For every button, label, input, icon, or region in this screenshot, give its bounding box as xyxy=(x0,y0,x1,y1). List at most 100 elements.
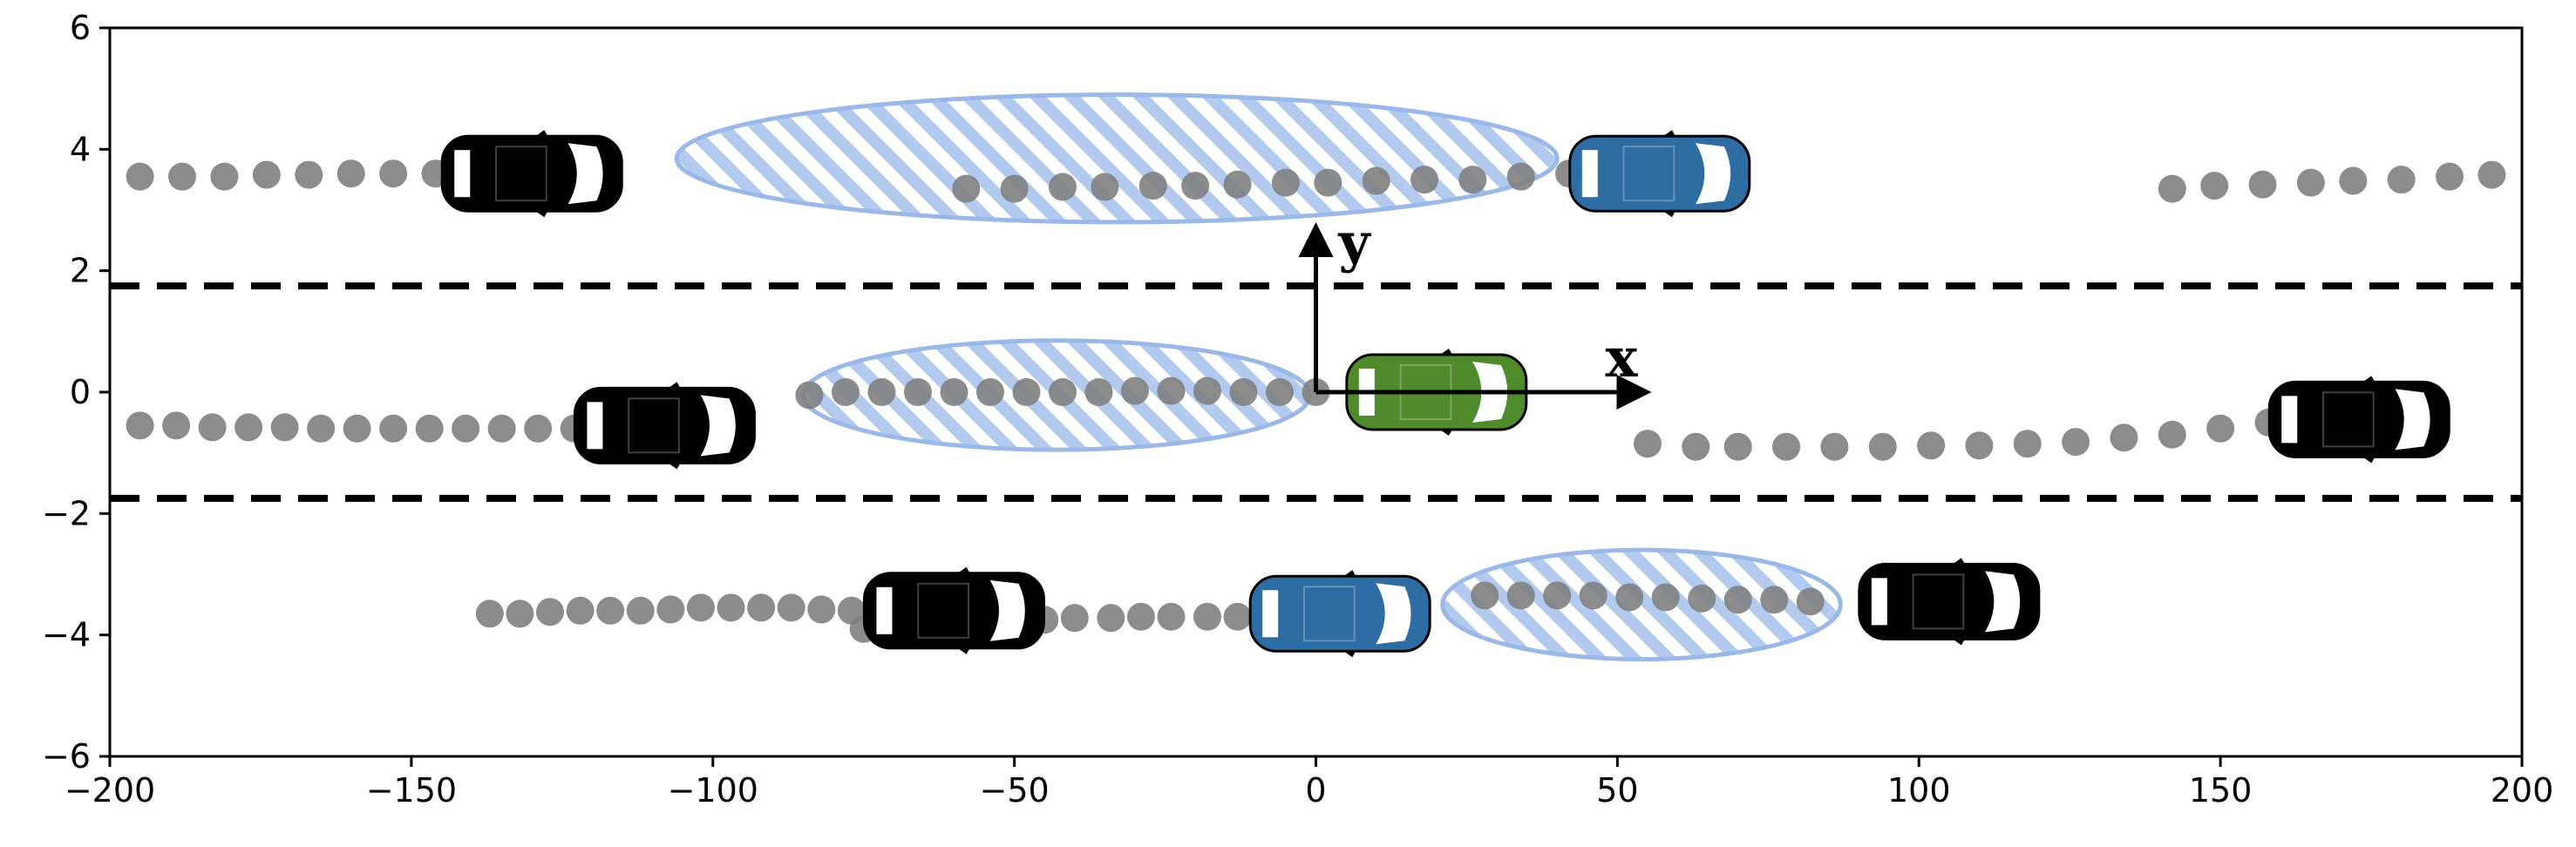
trajectory-point xyxy=(2296,168,2325,197)
vehicle-roof xyxy=(917,582,969,639)
vehicle-roof xyxy=(1622,146,1675,202)
ego-x-label: x xyxy=(1606,326,1639,390)
trajectory-9 xyxy=(1471,581,1825,616)
trajectory-point xyxy=(1688,584,1716,613)
trajectory-point xyxy=(777,593,805,622)
trajectory-point xyxy=(2477,160,2506,189)
trajectory-5 xyxy=(795,376,1330,410)
x-tick-label: 0 xyxy=(1305,771,1326,810)
y-tick-label: −6 xyxy=(42,737,91,776)
trajectory-point xyxy=(1157,376,1186,405)
vehicle-other-1 xyxy=(440,130,623,218)
trajectory-point xyxy=(1229,378,1258,406)
uncertainty-region-1 xyxy=(674,92,1560,225)
y-tick-label: 4 xyxy=(70,130,91,168)
trajectory-1 xyxy=(126,159,492,191)
trajectory-point xyxy=(1157,602,1186,631)
trajectory-point xyxy=(295,160,323,189)
trajectory-point xyxy=(535,598,564,627)
x-tick-label: −50 xyxy=(980,771,1050,810)
trajectory-point xyxy=(1181,172,1210,200)
trajectory-point xyxy=(1271,168,1300,197)
trajectory-point xyxy=(2200,172,2229,200)
trajectory-point xyxy=(1223,602,1252,631)
trajectory-point xyxy=(452,414,480,443)
trajectory-point xyxy=(234,413,263,442)
vehicle-mirror xyxy=(957,647,970,654)
vehicle-mirror xyxy=(1343,570,1356,577)
trajectory-point xyxy=(379,159,408,188)
trajectory-point xyxy=(807,595,836,624)
trajectory-point xyxy=(307,414,336,443)
trajectory-point xyxy=(198,413,227,442)
trajectory-point xyxy=(270,413,299,442)
trajectory-point xyxy=(524,414,553,443)
x-tick-label: −150 xyxy=(366,771,457,810)
trajectory-point xyxy=(1138,172,1167,200)
trajectory-point xyxy=(795,381,824,410)
trajectory-point xyxy=(1458,166,1487,194)
vehicle-windshield xyxy=(1376,583,1411,645)
vehicle-highlight-7 xyxy=(1248,570,1431,658)
trajectory-3 xyxy=(2158,160,2506,203)
trajectory-point xyxy=(656,595,685,624)
trajectory-point xyxy=(1917,431,1946,460)
ego-y-label: y xyxy=(1338,211,1372,274)
trajectory-point xyxy=(2013,430,2042,458)
vehicle-other-8 xyxy=(1858,558,2041,646)
vehicle-other-6 xyxy=(862,566,1045,654)
trajectory-point xyxy=(1060,604,1089,633)
vehicle-mirror xyxy=(1662,130,1675,137)
vehicle-mirror xyxy=(1439,430,1452,436)
trajectory-point xyxy=(1506,581,1535,610)
vehicle-mirror xyxy=(668,382,681,389)
trajectory-point xyxy=(566,596,595,625)
trajectory-point xyxy=(1314,168,1342,197)
trajectory-point xyxy=(210,162,239,191)
trajectory-point xyxy=(1772,432,1801,461)
trajectory-point xyxy=(1682,432,1710,461)
vehicle-windshield xyxy=(568,143,603,205)
vehicle-rear-window xyxy=(2281,396,2298,444)
x-tick-label: 200 xyxy=(2491,771,2554,810)
trajectory-point xyxy=(596,596,625,625)
vehicle-rear-window xyxy=(1871,578,1887,626)
trajectory-point xyxy=(975,378,1004,406)
vehicle-rear-window xyxy=(454,150,471,198)
vehicle-mirror xyxy=(1439,349,1452,355)
trajectory-point xyxy=(1084,378,1113,406)
vehicle-windshield xyxy=(989,579,1025,641)
vehicle-roof xyxy=(2322,391,2375,448)
trajectory-point xyxy=(903,378,932,406)
vehicle-mirror xyxy=(2362,376,2375,383)
trajectory-7 xyxy=(475,593,896,628)
trajectory-point xyxy=(2110,424,2138,452)
trajectory-point xyxy=(1097,604,1125,633)
vehicle-mirror xyxy=(2362,457,2375,464)
trajectory-6 xyxy=(1633,408,2283,461)
y-tick-label: −4 xyxy=(42,616,91,654)
vehicle-roof xyxy=(628,397,680,454)
trajectory-point xyxy=(162,411,191,440)
vehicle-windshield xyxy=(1985,571,2021,633)
vehicle-mirror xyxy=(957,566,970,573)
trajectory-point xyxy=(1965,431,1994,460)
vehicle-roof xyxy=(1912,573,1965,630)
trajectory-point xyxy=(1048,173,1077,201)
x-tick-label: 50 xyxy=(1596,771,1638,810)
trajectory-point xyxy=(379,414,408,443)
trajectory-point xyxy=(415,414,444,443)
trajectory-point xyxy=(2387,166,2416,194)
plot-area: xy xyxy=(110,92,2522,662)
trajectory-point xyxy=(1000,174,1029,203)
trajectory-point xyxy=(747,593,776,622)
trajectory-point xyxy=(1579,581,1607,610)
vehicle-windshield xyxy=(700,395,736,457)
vehicle-mirror xyxy=(535,211,548,218)
trajectory-point xyxy=(2062,428,2090,457)
y-tick-label: −2 xyxy=(42,494,91,532)
trajectory-point xyxy=(686,593,715,622)
trajectory-point xyxy=(867,378,896,406)
trajectory-point xyxy=(1868,432,1897,461)
